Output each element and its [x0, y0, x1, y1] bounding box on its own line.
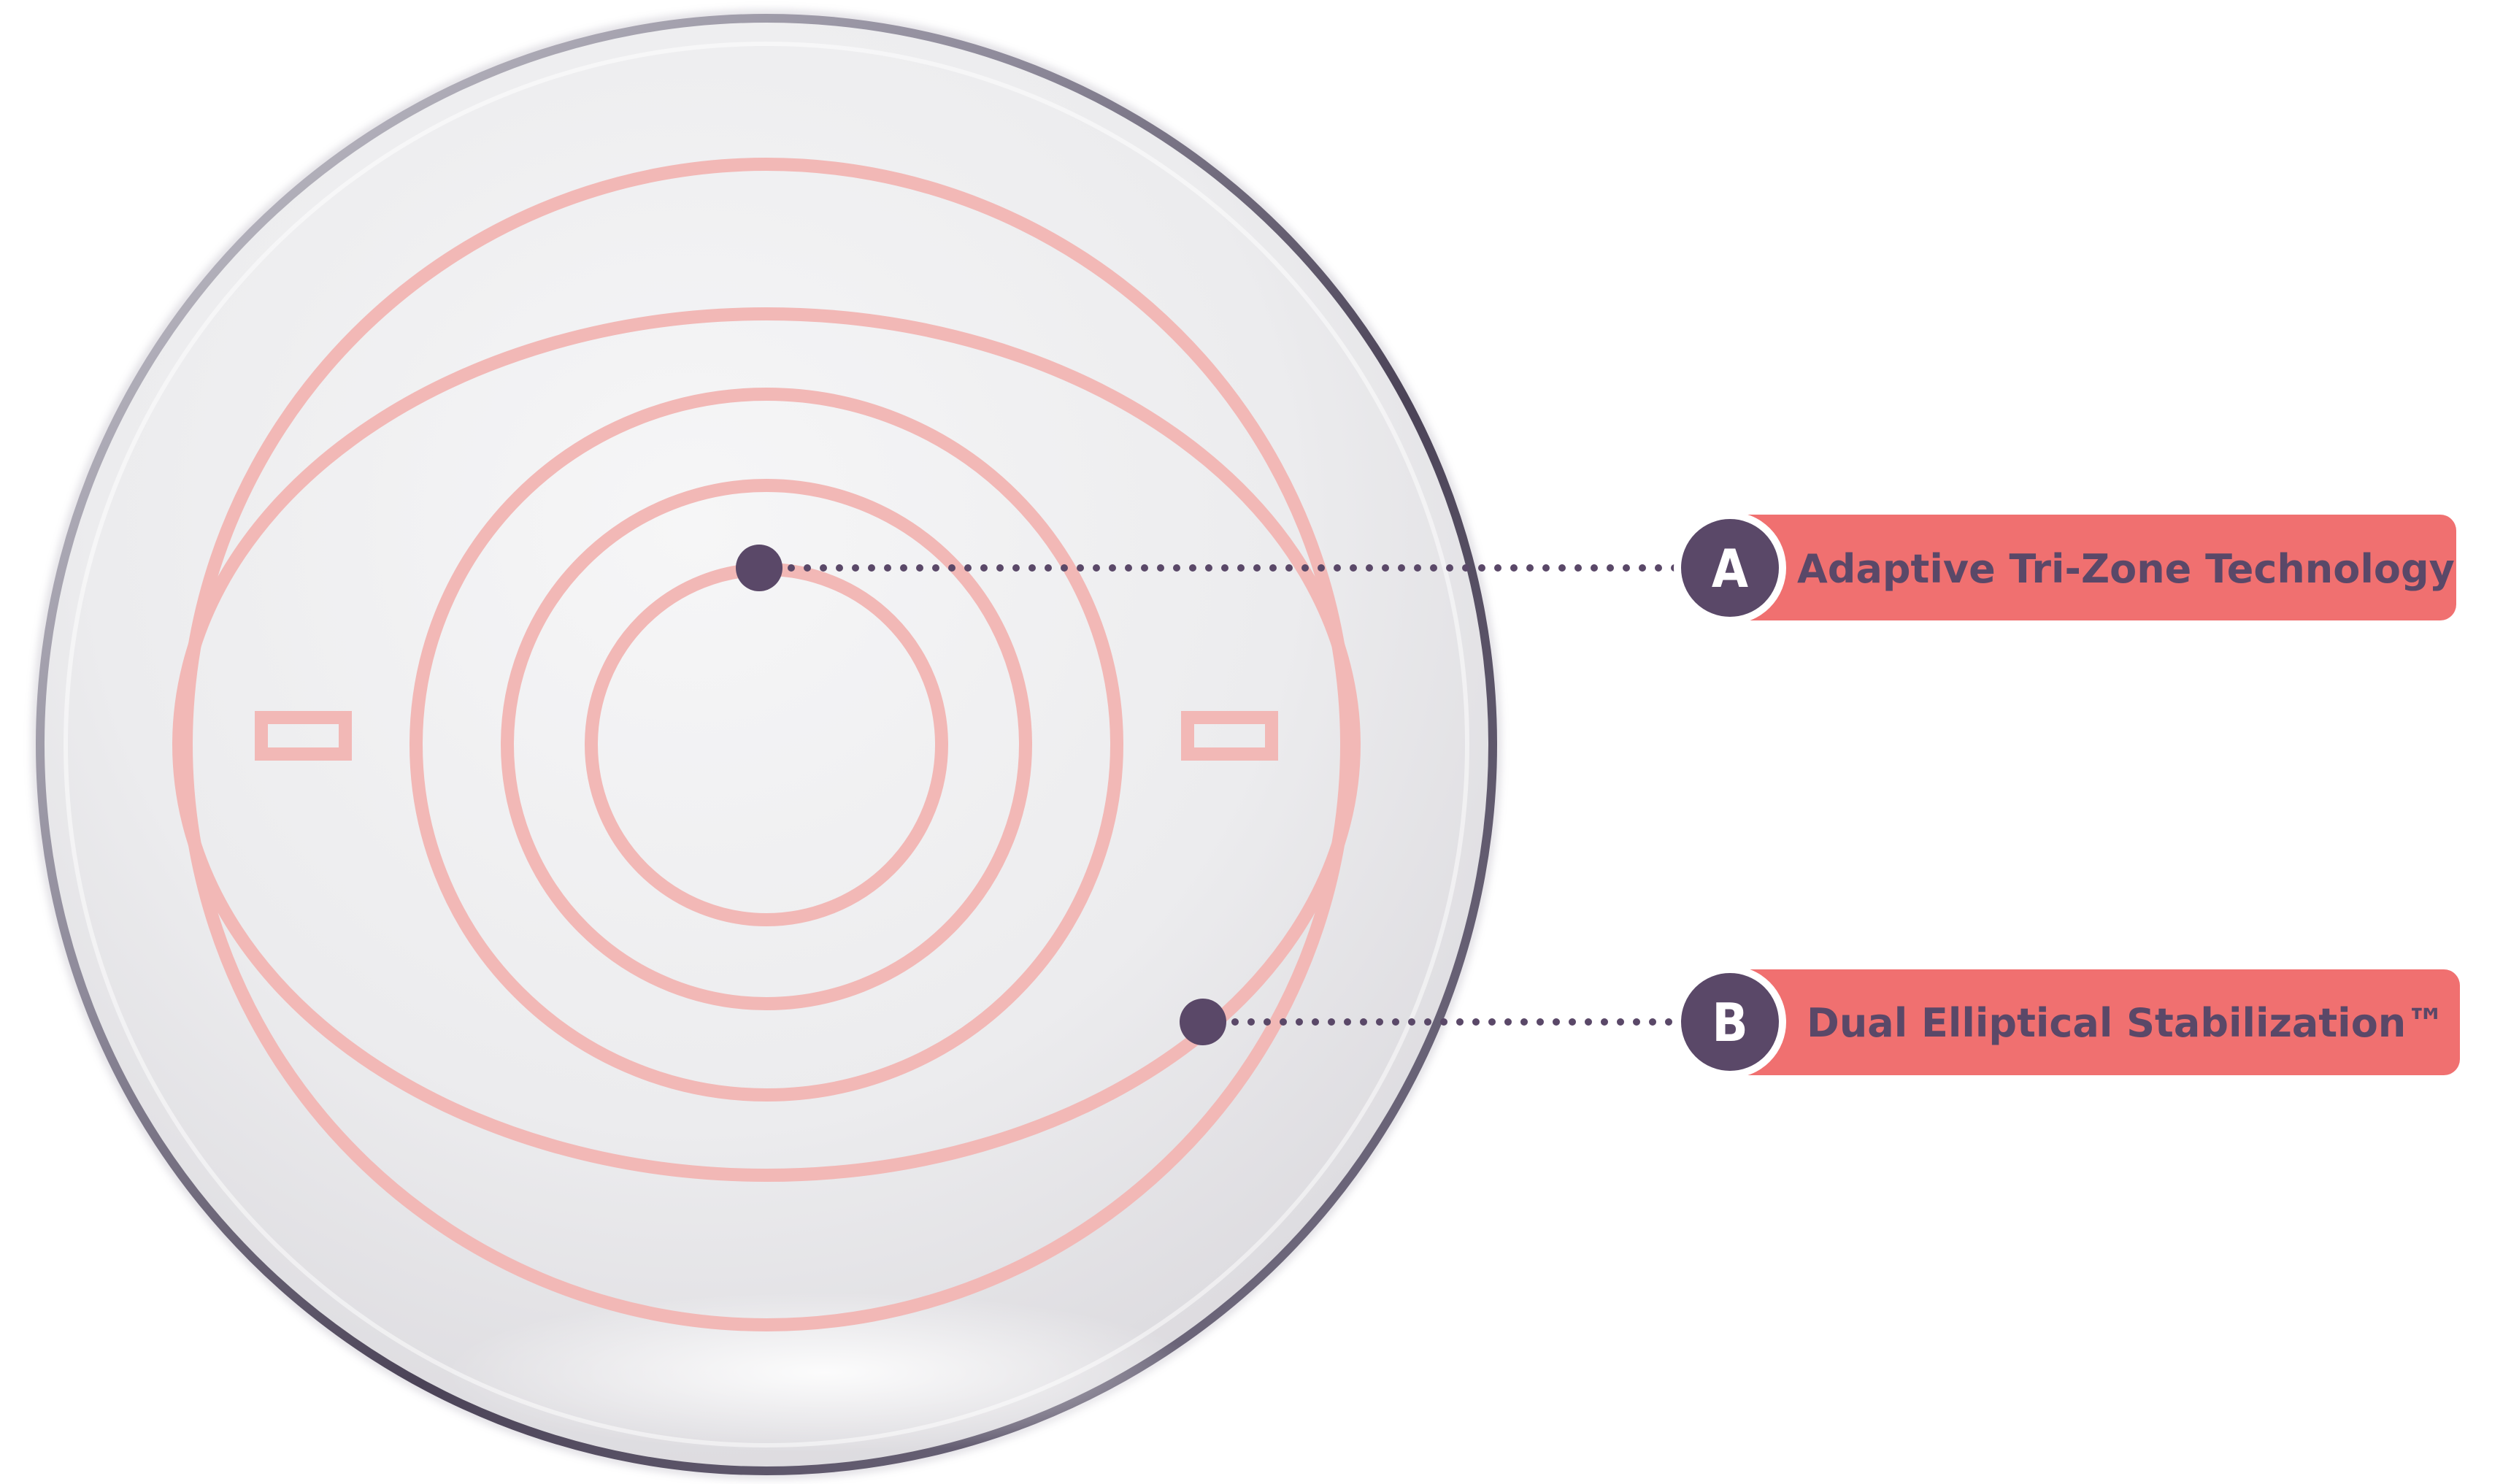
callout-b-banner [1708, 969, 2460, 1075]
contact-lens [33, 11, 1500, 1478]
lens-disc [36, 14, 1497, 1475]
tri-zone-ring-middle [501, 479, 1032, 1010]
lens-rim-inner-highlight [64, 42, 1469, 1448]
callout-b-letter: B [1712, 992, 1747, 1053]
stabilization-ellipse [172, 307, 1361, 1182]
tri-zone-ring-outer [409, 388, 1123, 1102]
orientation-mark-left [255, 711, 352, 761]
lens-bottom-highlight [445, 1292, 1204, 1453]
callout-b-dot [1180, 999, 1226, 1045]
callout-a-badge [1674, 512, 1786, 624]
callout-b-label: Dual Elliptical Stabilization™ [1807, 1000, 2445, 1046]
callout-a-dot [736, 545, 782, 591]
callout-a-letter: A [1712, 538, 1748, 599]
callout-a-banner [1708, 515, 2456, 620]
callout-a: A Adaptive Tri-Zone Technology [736, 512, 2456, 624]
orientation-mark-right [1181, 711, 1278, 761]
callout-b-badge [1674, 966, 1786, 1078]
callout-b: B Dual Elliptical Stabilization™ [1180, 966, 2460, 1078]
outer-zone-ring [180, 158, 1353, 1331]
callout-a-label: Adaptive Tri-Zone Technology [1797, 546, 2455, 592]
